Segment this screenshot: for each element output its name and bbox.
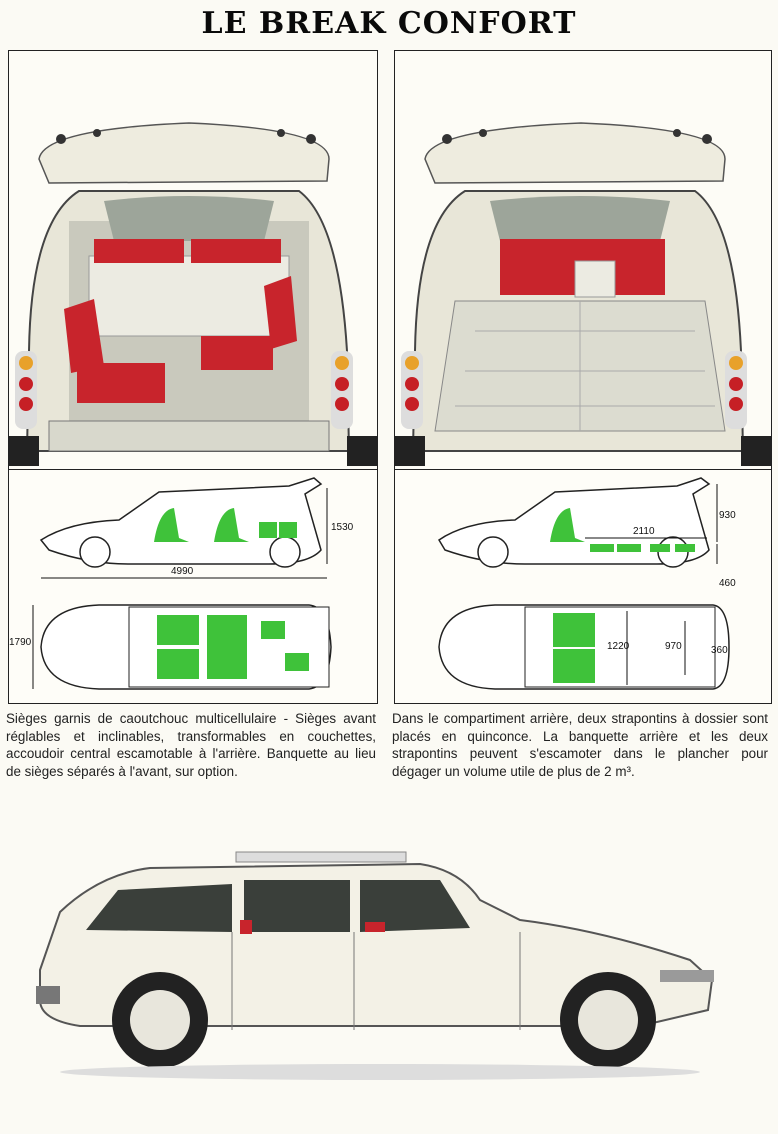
length-dim: 4990 (171, 566, 194, 577)
top-view-diagram: 1790 (9, 597, 377, 703)
page-title: LE BREAK CONFORT (201, 6, 577, 41)
side-car-photo (0, 820, 778, 1134)
rear-interior-photo-flat (395, 51, 771, 467)
height-dim: 1530 (331, 522, 354, 533)
right-panel: 2110 930 460 1220 970 360 (394, 50, 772, 704)
left-panel: 1530 4990 1790 (8, 50, 378, 704)
width-dim: 1790 (9, 637, 32, 648)
depth-dim: 360 (711, 645, 728, 656)
load-height-dim: 930 (719, 510, 736, 521)
sill-height-dim: 460 (719, 578, 736, 589)
rear-interior-photo-seats (9, 51, 377, 467)
width-front-dim: 1220 (607, 641, 630, 652)
right-description: Dans le compartiment arrière, deux strap… (392, 711, 768, 779)
width-rear-dim: 970 (665, 641, 682, 652)
left-description: Sièges garnis de caoutchouc multicellula… (6, 711, 376, 779)
side-view-diagram-loading: 2110 930 460 (395, 469, 771, 598)
floor-length-dim: 2110 (633, 526, 655, 537)
top-view-diagram-loading: 1220 970 360 (395, 597, 771, 703)
side-view-diagram: 1530 4990 (9, 469, 377, 598)
